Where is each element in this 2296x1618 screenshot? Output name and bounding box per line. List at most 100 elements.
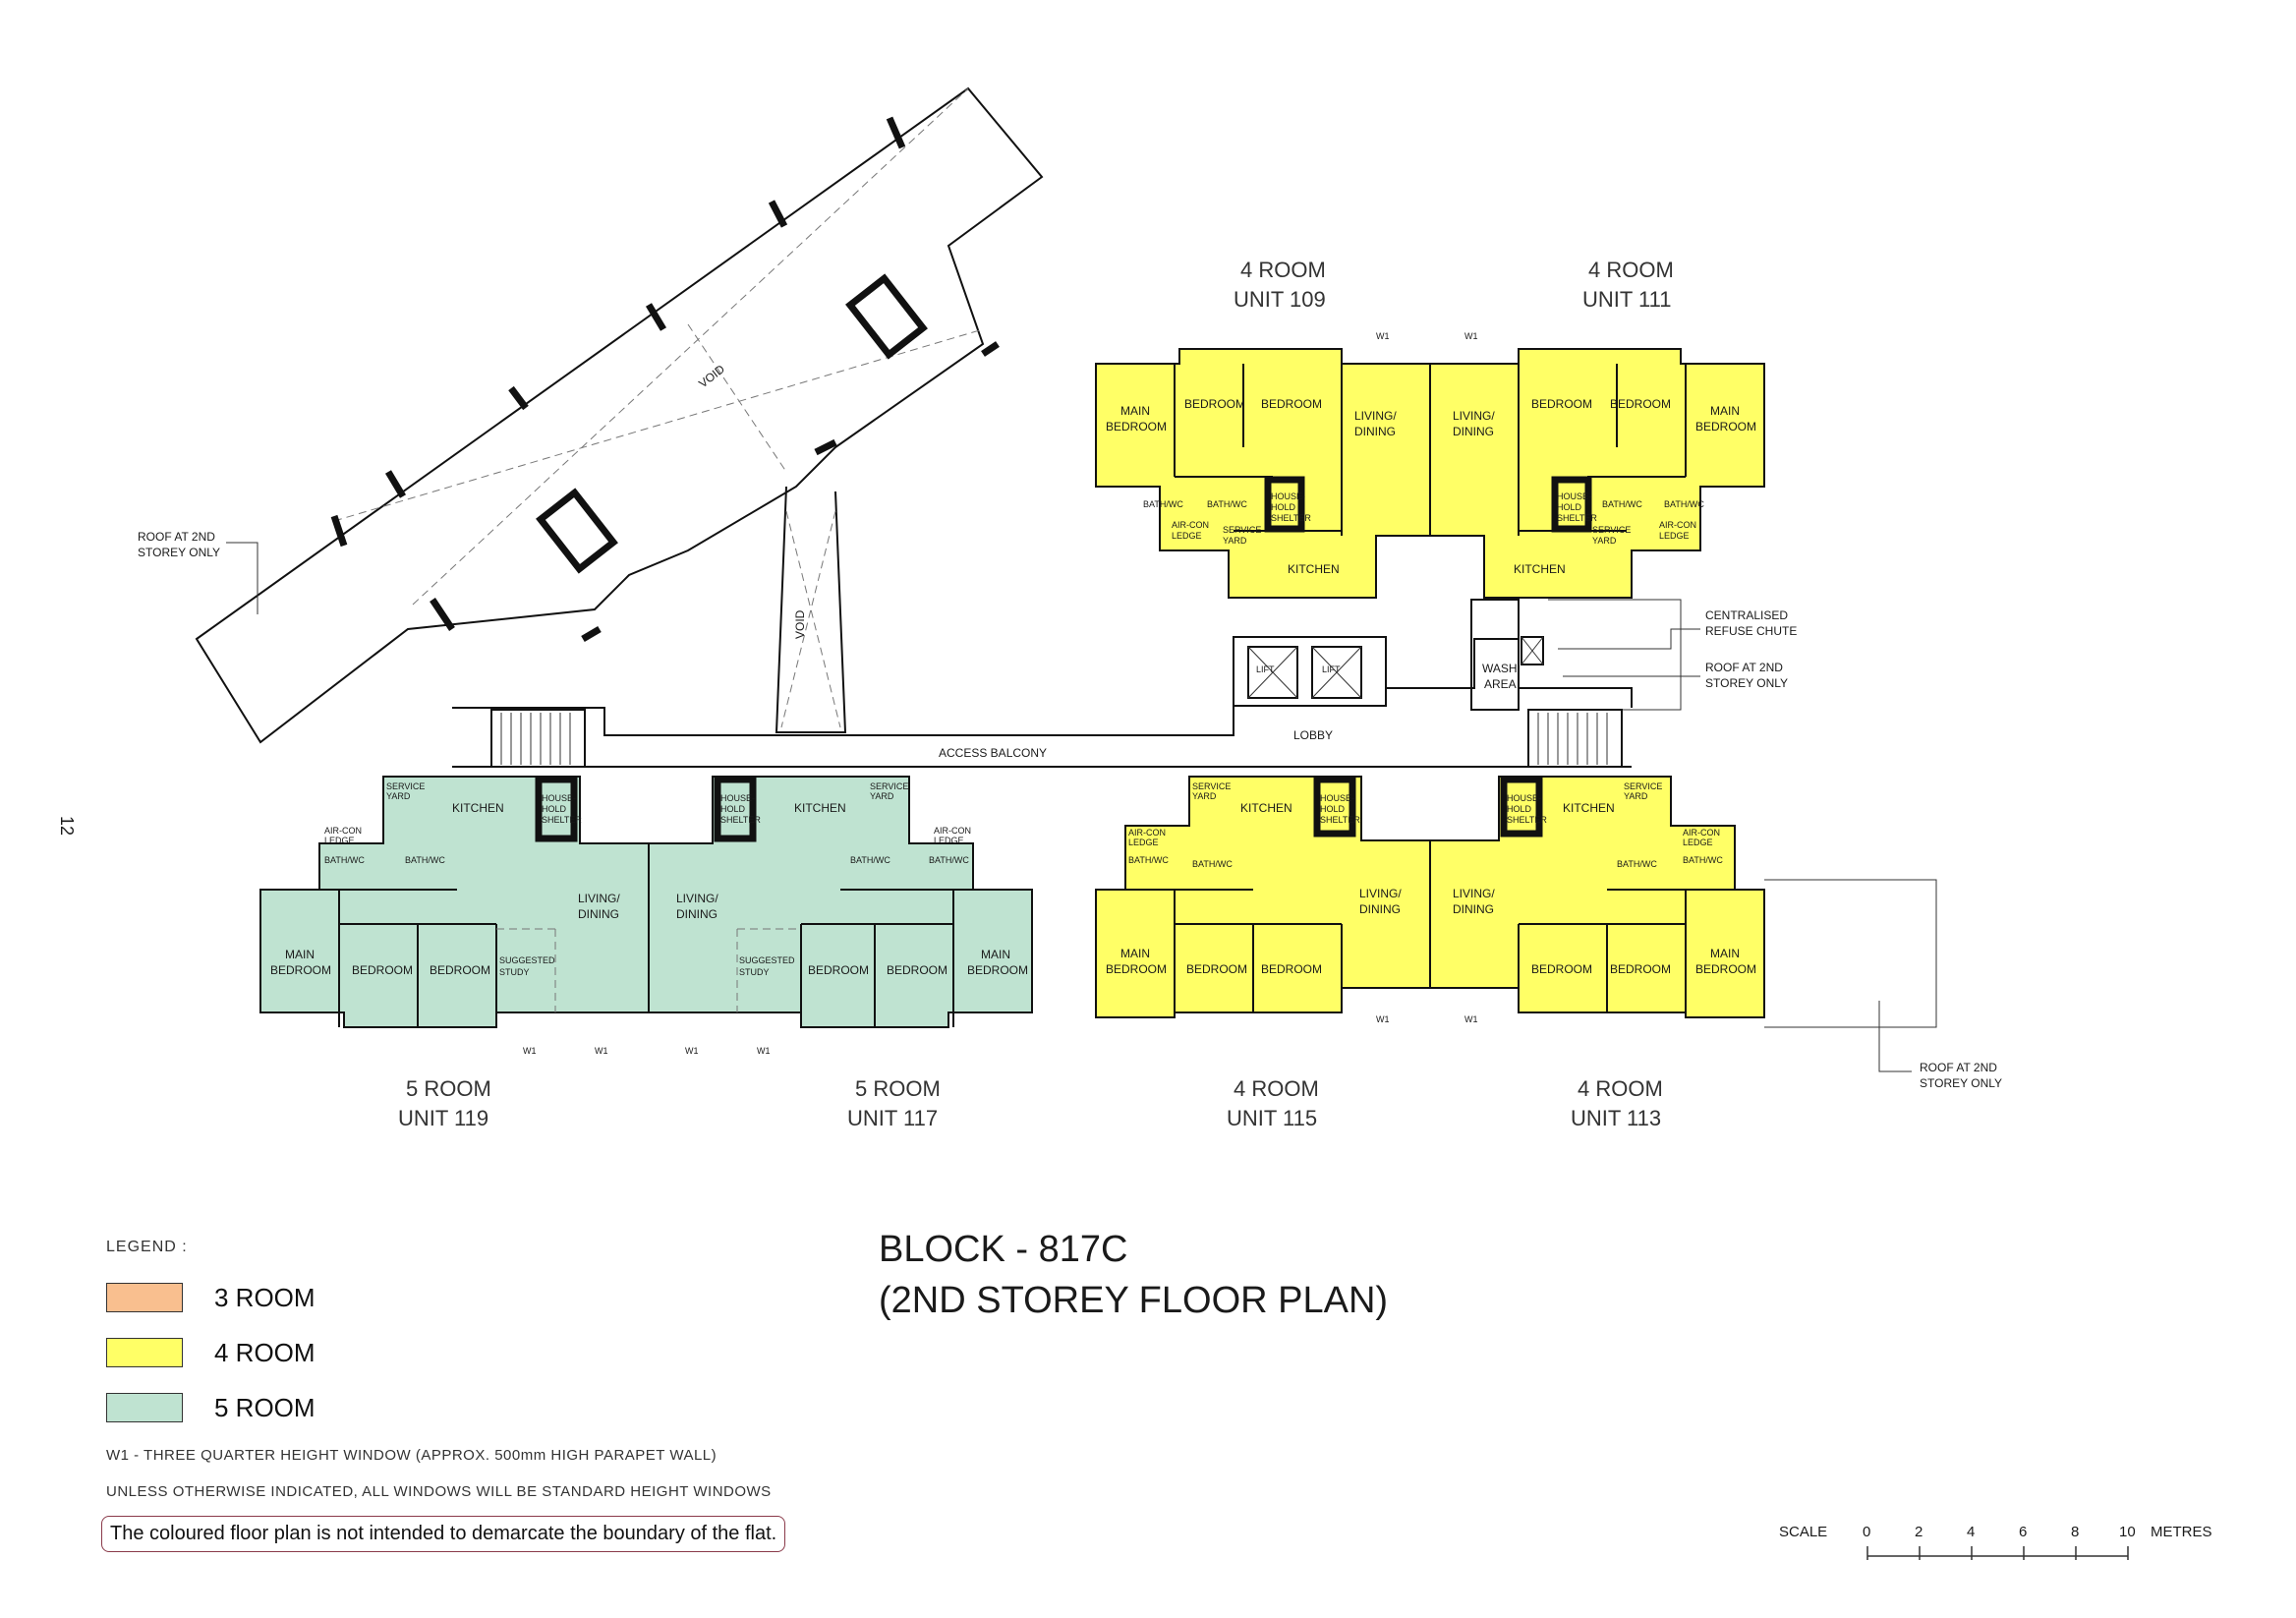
u117-aircon-2: LEDGE [934, 836, 964, 845]
u117-w1-a: W1 [685, 1046, 699, 1056]
legend-swatch-4-room [106, 1338, 183, 1367]
legend-label: 4 ROOM [214, 1337, 316, 1367]
u113-main-bedroom-2: BEDROOM [1695, 962, 1756, 976]
u119-kitchen: KITCHEN [452, 801, 504, 815]
u117-service-1: SERVICE [870, 781, 908, 791]
u113-type: 4 ROOM [1578, 1076, 1663, 1101]
u111-service-1: SERVICE [1592, 525, 1631, 535]
u113-service-2: YARD [1624, 791, 1648, 801]
u109-shelter-1: HOUSE- [1271, 491, 1305, 501]
u117-living-1: LIVING/ [676, 892, 718, 905]
u113-living-1: LIVING/ [1453, 887, 1495, 900]
void-shaft-label: VOID [793, 609, 807, 639]
u115-bath-a: BATH/WC [1128, 855, 1169, 865]
u113-bedroom-a: BEDROOM [1531, 962, 1592, 976]
u111-aircon-1: AIR-CON [1659, 520, 1696, 530]
u119-bedroom-b: BEDROOM [430, 963, 490, 977]
u109-bath-a: BATH/WC [1143, 499, 1183, 509]
u119-study-1: SUGGESTED [499, 955, 555, 965]
unit-115[interactable]: MAIN BEDROOM BEDROOM BEDROOM LIVING/ DIN… [1095, 776, 1431, 1130]
u113-aircon-1: AIR-CON [1683, 828, 1720, 838]
legend-title: LEGEND : [106, 1239, 188, 1255]
u117-shelter-3: SHELTER [720, 815, 761, 825]
void-roof-wing: VOID VOID ROOF AT 2ND STOREY ONLY [138, 87, 1044, 744]
u119-shelter-1: HOUSE- [542, 793, 576, 803]
lift-label-2: LIFT [1322, 665, 1341, 674]
u117-w1-b: W1 [757, 1046, 771, 1056]
u113-shelter-2: HOLD [1507, 804, 1532, 814]
u119-bedroom-a: BEDROOM [352, 963, 413, 977]
unit-117[interactable]: MAIN BEDROOM BEDROOM BEDROOM SUGGESTED S… [648, 776, 1033, 1130]
legend-note-windows: UNLESS OTHERWISE INDICATED, ALL WINDOWS … [106, 1483, 772, 1500]
u115-main-bedroom-2: BEDROOM [1106, 962, 1167, 976]
u113-bath-a: BATH/WC [1617, 859, 1657, 869]
unit-111[interactable]: MAIN BEDROOM BEDROOM BEDROOM LIVING/ DIN… [1429, 258, 1765, 599]
u119-living-1: LIVING/ [578, 892, 620, 905]
wash-area-label-2: AREA [1484, 677, 1517, 691]
roof-callout-mid-2: STOREY ONLY [1705, 676, 1788, 690]
u111-main-bedroom-1: MAIN [1710, 404, 1740, 418]
u117-study-2: STUDY [739, 967, 770, 977]
u119-aircon-1: AIR-CON [324, 826, 362, 836]
scale-tick: 8 [2071, 1524, 2079, 1540]
u115-aircon-2: LEDGE [1128, 838, 1159, 847]
u115-living-1: LIVING/ [1359, 887, 1402, 900]
u113-w1: W1 [1464, 1014, 1478, 1024]
u119-study-2: STUDY [499, 967, 530, 977]
u113-shelter-1: HOUSE- [1507, 793, 1541, 803]
u119-main-bedroom-1: MAIN [285, 948, 315, 961]
u109-unit: UNIT 109 [1234, 287, 1326, 312]
u109-bath-b: BATH/WC [1207, 499, 1247, 509]
legend-label: 3 ROOM [214, 1282, 316, 1312]
block-name: BLOCK - 817C [879, 1229, 1128, 1270]
u113-bedroom-b: BEDROOM [1610, 962, 1671, 976]
lift-label-1: LIFT [1256, 665, 1275, 674]
lobby-label: LOBBY [1293, 728, 1333, 742]
u109-bedroom-b: BEDROOM [1261, 397, 1322, 411]
u117-type: 5 ROOM [855, 1076, 941, 1101]
u115-aircon-1: AIR-CON [1128, 828, 1166, 838]
legend-item: 4 ROOM [106, 1325, 892, 1380]
u119-bath-b: BATH/WC [405, 855, 445, 865]
u109-shelter-2: HOLD [1271, 502, 1296, 512]
u119-type: 5 ROOM [406, 1076, 491, 1101]
u117-shelter-1: HOUSE- [720, 793, 755, 803]
u111-unit: UNIT 111 [1582, 287, 1671, 312]
u117-bath-a: BATH/WC [850, 855, 890, 865]
u119-shelter-2: HOLD [542, 804, 567, 814]
u111-w1: W1 [1464, 331, 1478, 341]
u111-aircon-2: LEDGE [1659, 531, 1690, 541]
u115-w1: W1 [1376, 1014, 1390, 1024]
roof-callout-left-2: STOREY ONLY [138, 546, 220, 559]
u117-study-1: SUGGESTED [739, 955, 795, 965]
unit-119[interactable]: MAIN BEDROOM BEDROOM BEDROOM SUGGESTED S… [259, 776, 650, 1130]
u111-bedroom-a: BEDROOM [1531, 397, 1592, 411]
u109-aircon-1: AIR-CON [1172, 520, 1209, 530]
u111-bath-a: BATH/WC [1602, 499, 1642, 509]
u117-unit: UNIT 117 [847, 1106, 938, 1130]
u113-kitchen: KITCHEN [1563, 801, 1615, 815]
roof-callout-left-1: ROOF AT 2ND [138, 530, 215, 544]
u109-main-bedroom-1: MAIN [1120, 404, 1150, 418]
u117-main-bedroom-1: MAIN [981, 948, 1010, 961]
scale-tick: 4 [1967, 1524, 1975, 1540]
scale-tick: 10 [2119, 1524, 2136, 1540]
u117-bedroom-a: BEDROOM [808, 963, 869, 977]
u109-bedroom-a: BEDROOM [1184, 397, 1245, 411]
u115-bedroom-b: BEDROOM [1261, 962, 1322, 976]
unit-113[interactable]: MAIN BEDROOM BEDROOM BEDROOM LIVING/ DIN… [1429, 776, 2002, 1130]
u115-shelter-1: HOUSE- [1320, 793, 1354, 803]
u113-aircon-2: LEDGE [1683, 838, 1713, 847]
scale-tick: 2 [1915, 1524, 1923, 1540]
u111-bath-b: BATH/WC [1664, 499, 1704, 509]
scale-tick: 6 [2019, 1524, 2027, 1540]
u115-bath-b: BATH/WC [1192, 859, 1233, 869]
u117-service-2: YARD [870, 791, 894, 801]
block-title: BLOCK - 817C (2ND STOREY FLOOR PLAN) [879, 1224, 1388, 1326]
roof-callout-mid-1: ROOF AT 2ND [1705, 661, 1783, 674]
u111-service-2: YARD [1592, 536, 1617, 546]
legend-item: 3 ROOM [106, 1270, 892, 1325]
unit-109[interactable]: MAIN BEDROOM BEDROOM BEDROOM LIVING/ DIN… [1095, 258, 1431, 599]
roof-callout-right-1: ROOF AT 2ND [1920, 1061, 1997, 1074]
u113-bath-b: BATH/WC [1683, 855, 1723, 865]
